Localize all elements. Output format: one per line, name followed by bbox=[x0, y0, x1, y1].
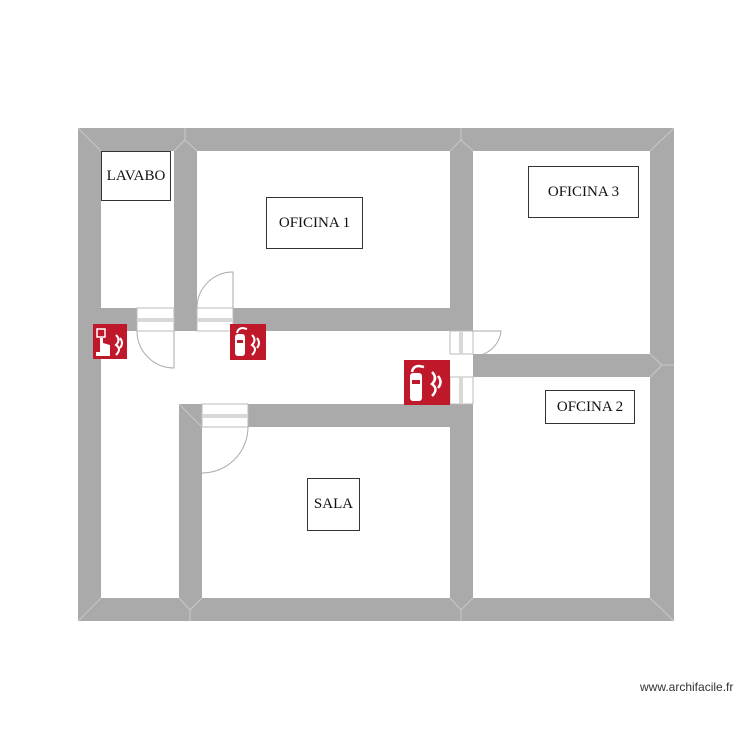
watermark: www.archifacile.fr bbox=[640, 680, 734, 694]
wall-oficina3-oficina2 bbox=[473, 354, 650, 377]
wall-sala-top bbox=[248, 404, 450, 427]
fire-extinguisher-sign-1 bbox=[230, 324, 266, 360]
outer-wall-left bbox=[78, 128, 101, 621]
wall-oficina1-oficina3 bbox=[450, 151, 473, 331]
room-label-lavabo: LAVABO bbox=[101, 151, 171, 201]
room-label-oficina2: OFCINA 2 bbox=[545, 390, 635, 424]
wall-sala-oficina2 bbox=[450, 404, 473, 598]
wall-junction-lines bbox=[77, 127, 675, 622]
fire-extinguisher-sign-2 bbox=[404, 360, 450, 405]
door-oficina1[interactable] bbox=[196, 271, 234, 332]
room-label-oficina3: OFICINA 3 bbox=[528, 166, 639, 218]
wall-oficina1-bottom bbox=[233, 308, 450, 331]
room-label-sala: SALA bbox=[307, 478, 360, 531]
door-oficina2[interactable] bbox=[449, 376, 474, 405]
outer-wall-bottom bbox=[78, 598, 674, 621]
outer-wall-right bbox=[650, 128, 674, 621]
wall-sala-left bbox=[179, 404, 202, 598]
door-oficina3[interactable] bbox=[449, 330, 502, 357]
wall-lavabo-oficina1 bbox=[174, 151, 197, 331]
room-label-oficina1: OFICINA 1 bbox=[266, 197, 363, 249]
outer-wall-top bbox=[78, 128, 674, 151]
door-sala[interactable] bbox=[201, 403, 249, 474]
door-lavabo[interactable] bbox=[136, 307, 175, 369]
fire-alarm-sign bbox=[93, 324, 127, 359]
doors bbox=[136, 271, 502, 474]
